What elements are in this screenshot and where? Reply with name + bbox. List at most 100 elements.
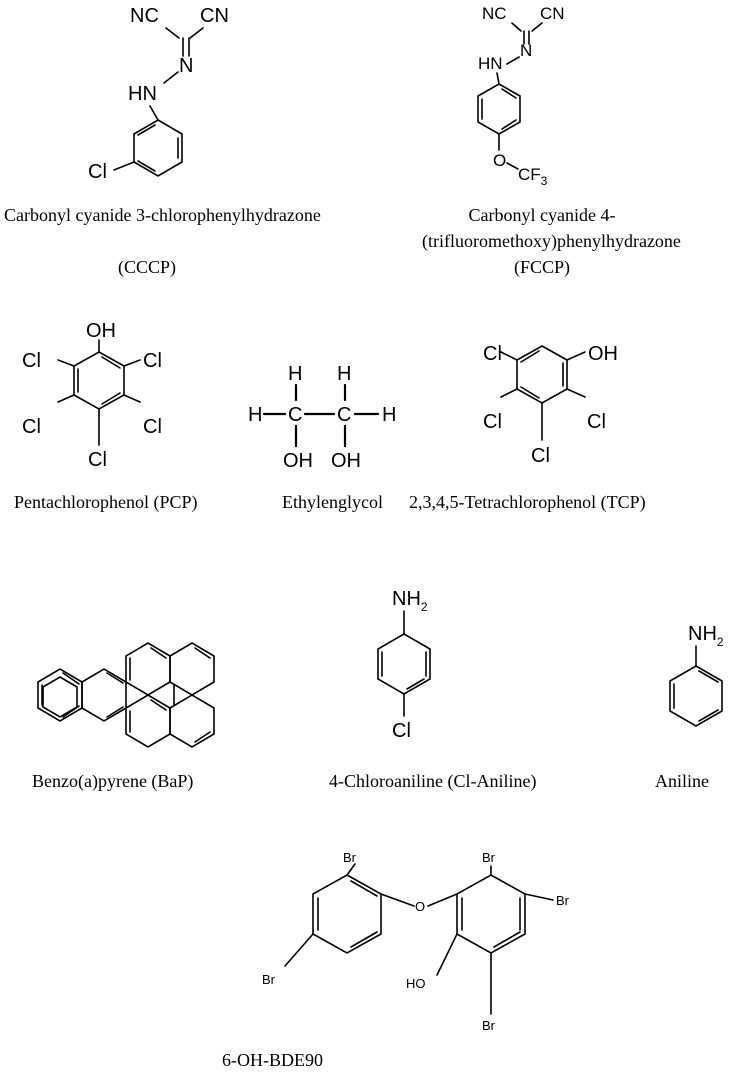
tcp-atom-oh: OH [588,343,618,365]
an-ring-double [698,709,719,722]
structure-pcp: OH Cl Cl Cl Cl Cl [22,320,162,471]
bap-ring [169,642,215,696]
cccp-ring [133,119,183,177]
cccp-ring-double [137,124,156,136]
fccp-bond [506,162,519,170]
structure-6-oh-bde90: Br Br O Br Br HO Br [262,850,570,1033]
bde-bond [524,893,554,901]
bde-ring-double [350,931,378,948]
pcp-atom-cl: Cl [143,416,162,438]
pcp-atom-cl: Cl [22,416,41,438]
fccp-atom-o: O [493,151,506,170]
cccp-atom-cl: Cl [88,161,107,183]
structure-ethylenglycol: H H H H C C OH OH [248,363,396,472]
bde-atom-br: Br [482,1018,496,1033]
caption-pcp: Pentachlorophenol (PCP) [14,492,198,512]
bap-double [150,699,167,711]
bde-ring-double [350,880,378,897]
fccp-ring [477,83,521,135]
fccp-bond [506,56,520,65]
bde-bond [380,893,415,907]
bap-double [194,731,211,743]
caption-4-chloroaniline: 4-Chloroaniline (Cl-Aniline) [329,771,537,791]
fccp-ring-double [501,88,517,99]
cccp-bond [165,27,180,39]
cccp-bond [113,161,135,171]
eg-atom-h: H [337,363,351,385]
structure-fccp: NC CN N HN O CF3 [477,4,565,188]
structure-4-chloroaniline: NH2 Cl [377,588,431,742]
tcp-bond [500,351,518,361]
tcp-ring-double [520,386,540,399]
pcp-ring-double [101,392,121,405]
cccp-ring-double [137,160,156,172]
fccp-ring-double [501,119,517,130]
eg-atom-h: H [382,404,396,426]
bap-double [62,672,80,685]
eg-atom-c: C [288,404,302,426]
bap-ring [169,694,215,748]
bde-atom-br: Br [262,972,276,987]
bde-bond [427,893,458,907]
an-ring [669,665,723,727]
fccp-bond [496,72,500,85]
structure-tcp: OH Cl Cl Cl Cl [483,343,618,467]
pcp-atom-oh: OH [86,320,116,342]
tcp-atom-cl: Cl [483,411,502,433]
cccp-bond [189,27,204,39]
bde-atom-br: Br [482,850,496,865]
fccp-bond [511,22,522,32]
caption-fccp-line2: (trifluoromethoxy)phenylhydrazone [422,231,681,251]
eg-atom-oh: OH [283,450,313,472]
bde-ring-left [312,874,382,954]
cccp-atom-nc: NC [130,5,159,27]
tcp-bond [500,388,518,398]
bap-double [194,647,211,659]
caption-aniline: Aniline [655,771,709,791]
structure-cccp: NC CN N HN Cl [88,5,229,183]
bap-ring [42,676,78,718]
tcp-atom-cl: Cl [587,411,606,433]
cccp-atom-cn: CN [200,5,229,27]
bap-ring [125,694,171,748]
pcp-bond [57,394,75,403]
caption-fccp-line1: Carbonyl cyanide 4- [468,205,616,225]
tcp-bond [566,351,586,361]
tcp-atom-cl: Cl [531,445,550,467]
pcp-atom-cl: Cl [88,449,107,471]
fccp-atom-nc: NC [482,4,507,23]
an-ring-double [698,670,719,683]
eg-atom-oh: OH [331,450,361,472]
structure-aniline: NH2 [669,623,724,727]
fccp-atom-cf: CF3 [518,165,548,188]
bde-ring-right [456,874,526,954]
bde-atom-br: Br [343,850,357,865]
pcp-ring-double [101,356,121,369]
cccp-atom-hn: HN [128,83,157,105]
caption-cccp-name: Carbonyl cyanide 3-chlorophenylhydrazone [4,205,321,225]
caption-ethylenglycol: Ethylenglycol [282,492,383,512]
caption-bap: Benzo(a)pyrene (BaP) [32,771,194,791]
bde-atom-o: O [415,899,425,914]
pcp-bond [57,359,75,367]
clan-atom-cl: Cl [392,720,411,742]
clan-atom-nh2: NH2 [392,588,428,614]
an-atom-nh2: NH2 [688,623,724,649]
cccp-bond [149,105,159,121]
bap-ring [125,642,171,696]
bap-double [106,672,124,684]
eg-atom-h: H [248,404,262,426]
bde-bond [284,933,314,967]
pcp-bond [123,394,141,403]
eg-atom-c: C [337,404,351,426]
fccp-atom-hn: HN [478,54,503,73]
bde-atom-br: Br [556,893,570,908]
pcp-bond [123,359,141,367]
fccp-bond [531,22,543,32]
tcp-ring-double [520,350,540,363]
pcp-atom-cl: Cl [143,350,162,372]
bde-bond [346,863,356,876]
clan-ring [377,633,431,695]
bde-bond [436,933,458,976]
